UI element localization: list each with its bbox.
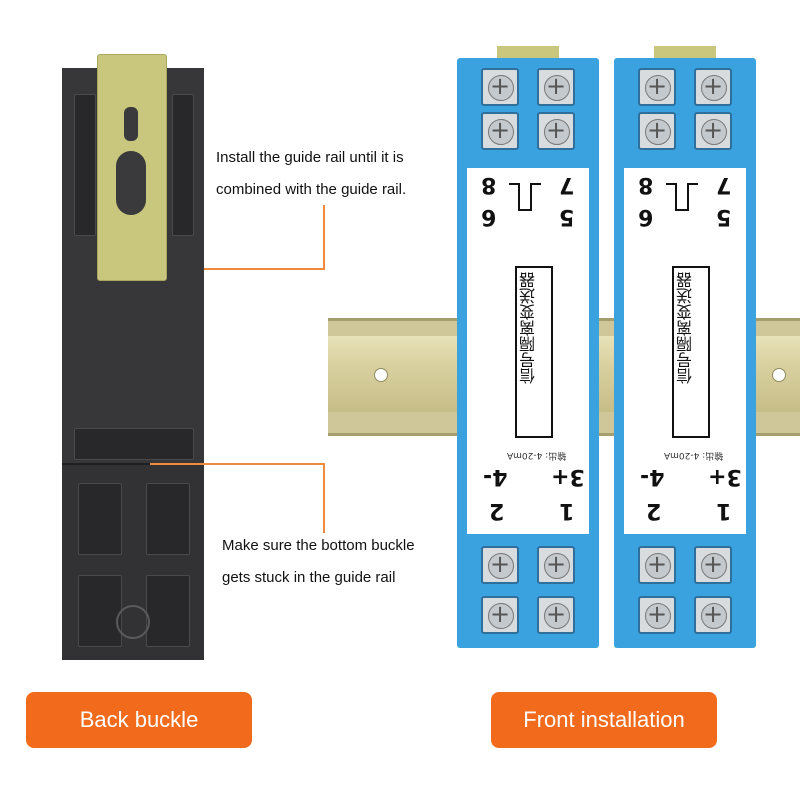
transmitter-module: 8 7 6 5 信号隔离变送器 输出: 4-20mA 4- 3+ 2 1 — [614, 46, 756, 648]
relay-symbol-icon — [666, 183, 698, 211]
module-label-panel: 8 7 6 5 信号隔离变送器 输出: 4-20mA 4- 3+ 2 1 — [467, 168, 589, 534]
transmitter-module: 8 7 6 5 信号隔离变送器 输出: 4-20mA 4- 3+ 2 1 — [457, 46, 599, 648]
terminal-screw — [537, 112, 575, 150]
terminal-number: 5 — [716, 204, 732, 229]
terminal-screw — [694, 596, 732, 634]
terminal-screw — [694, 68, 732, 106]
back-slot — [74, 94, 96, 236]
callout-line — [323, 205, 325, 270]
terminal-screw — [638, 546, 676, 584]
output-spec: 输出: 4-20mA — [507, 450, 567, 460]
terminal-number: 3+ — [551, 464, 585, 489]
rail-hole — [772, 368, 786, 382]
top-note-line2: combined with the guide rail. — [216, 181, 407, 198]
terminal-number: 6 — [481, 204, 497, 229]
bottom-note-line1: Make sure the bottom buckle — [222, 537, 415, 554]
terminal-number: 5 — [559, 204, 575, 229]
callout-line — [150, 463, 325, 465]
terminal-number: 6 — [638, 204, 654, 229]
module-label-text: 信号隔离变送器 — [676, 272, 695, 384]
terminal-number: 2 — [489, 498, 505, 523]
terminal-screw — [537, 596, 575, 634]
module-clip-tab — [497, 46, 559, 60]
front-installation-label: Front installation — [491, 692, 717, 748]
terminal-number: 2 — [646, 498, 662, 523]
top-note-line1: Install the guide rail until it is — [216, 149, 404, 166]
back-slot — [78, 483, 122, 555]
back-slot — [74, 428, 194, 460]
back-case-lower — [62, 463, 204, 660]
terminal-screw — [537, 68, 575, 106]
back-slot — [146, 575, 190, 647]
output-spec: 输出: 4-20mA — [664, 450, 724, 460]
terminal-number: 1 — [559, 498, 575, 523]
back-slot — [146, 483, 190, 555]
rail-hole — [374, 368, 388, 382]
module-label-box: 信号隔离变送器 — [515, 266, 553, 438]
mount-hole — [116, 605, 150, 639]
terminal-screw — [537, 546, 575, 584]
relay-symbol-icon — [509, 183, 541, 211]
module-label-box: 信号隔离变送器 — [672, 266, 710, 438]
terminal-screw — [481, 68, 519, 106]
terminal-screw — [481, 112, 519, 150]
terminal-screw — [694, 546, 732, 584]
clip-slot — [116, 151, 146, 215]
terminal-screw — [638, 596, 676, 634]
terminal-number: 8 — [481, 172, 497, 197]
terminal-number: 7 — [716, 172, 732, 197]
bottom-note: Make sure the bottom buckle gets stuck i… — [222, 530, 415, 594]
terminal-screw — [638, 112, 676, 150]
callout-line — [323, 463, 325, 533]
terminal-number: 4- — [640, 464, 665, 489]
top-note: Install the guide rail until it is combi… — [216, 142, 406, 206]
back-slot — [78, 575, 122, 647]
module-label-panel: 8 7 6 5 信号隔离变送器 输出: 4-20mA 4- 3+ 2 1 — [624, 168, 746, 534]
back-slot — [172, 94, 194, 236]
terminal-screw — [481, 596, 519, 634]
callout-line — [204, 268, 324, 270]
terminal-number: 1 — [716, 498, 732, 523]
terminal-number: 3+ — [708, 464, 742, 489]
guide-rail-clip — [97, 54, 167, 281]
terminal-number: 8 — [638, 172, 654, 197]
bottom-note-line2: gets stuck in the guide rail — [222, 569, 396, 586]
clip-slot — [124, 107, 138, 141]
terminal-screw — [638, 68, 676, 106]
terminal-number: 7 — [559, 172, 575, 197]
terminal-number: 4- — [483, 464, 508, 489]
terminal-screw — [694, 112, 732, 150]
back-buckle-label: Back buckle — [26, 692, 252, 748]
terminal-screw — [481, 546, 519, 584]
module-clip-tab — [654, 46, 716, 60]
module-label-text: 信号隔离变送器 — [519, 272, 538, 384]
